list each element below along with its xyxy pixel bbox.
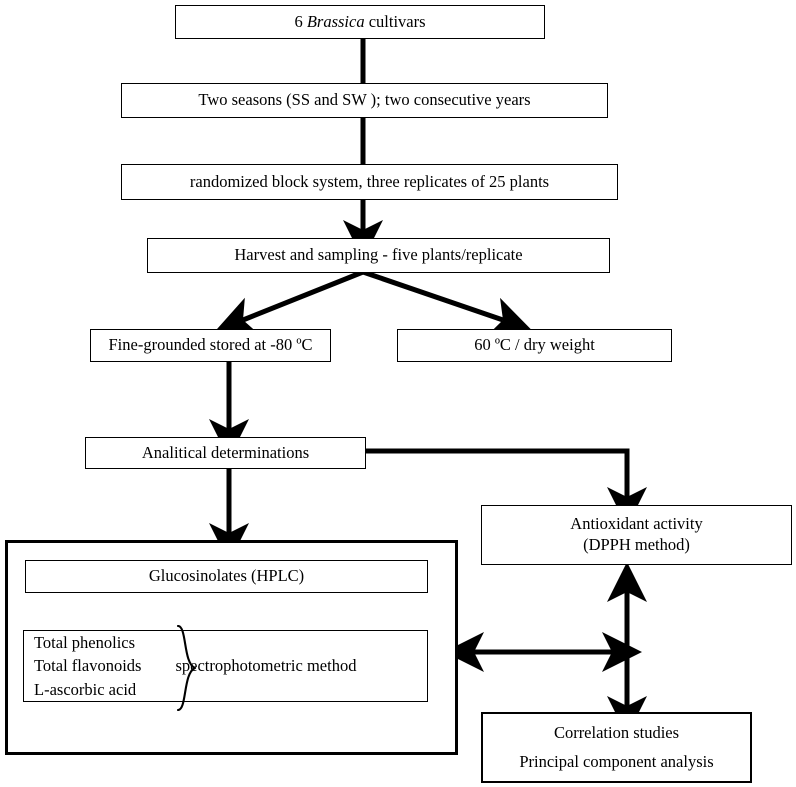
node-analytes-spectrophotometric[interactable]: Total phenolics Total flavonoids L-ascor… <box>23 624 428 711</box>
node-seasons-label: Two seasons (SS and SW ); two consecutiv… <box>198 90 531 110</box>
node-glucosinolates[interactable]: Glucosinolates (HPLC) <box>25 560 428 593</box>
node-harvest[interactable]: Harvest and sampling - five plants/repli… <box>147 238 610 273</box>
spectrophotometric-method-label: spectrophotometric method <box>175 656 357 675</box>
node-antioxidant-line2: (DPPH method) <box>583 535 690 554</box>
analyte-item-1: Total flavonoids <box>34 656 142 676</box>
node-fine-grounded-label: Fine-grounded stored at -80 ºC <box>108 335 313 355</box>
node-glucosinolates-label: Glucosinolates (HPLC) <box>148 566 305 586</box>
node-block-system[interactable]: randomized block system, three replicate… <box>121 164 618 200</box>
node-analytical-label: Analitical determinations <box>141 442 310 462</box>
analyte-item-2: L-ascorbic acid <box>34 679 137 699</box>
analyte-item-0: Total phenolics <box>34 632 136 652</box>
connector-harvest-to-dry-weight <box>362 269 532 336</box>
node-harvest-label: Harvest and sampling - five plants/repli… <box>234 245 523 265</box>
node-dry-weight[interactable]: 60 ºC / dry weight <box>397 329 672 362</box>
node-correlation-line2: Principal component analysis <box>519 751 714 771</box>
node-correlation-studies[interactable]: Correlation studies Principal component … <box>481 712 752 783</box>
connector-analytical-to-antioxidant <box>365 448 647 527</box>
node-correlation-line1: Correlation studies <box>553 722 680 742</box>
node-antioxidant-activity[interactable]: Antioxidant activity (DPPH method) <box>481 505 792 565</box>
node-antioxidant-line1: Antioxidant activity <box>570 514 703 534</box>
node-cultivars[interactable]: 6 Brassica cultivars <box>175 5 545 39</box>
node-seasons[interactable]: Two seasons (SS and SW ); two consecutiv… <box>121 83 608 118</box>
node-fine-grounded[interactable]: Fine-grounded stored at -80 ºC <box>90 329 331 362</box>
node-analytical-determinations[interactable]: Analitical determinations <box>85 437 366 469</box>
connector-harvest-to-fine-grounded <box>215 269 364 335</box>
node-dry-weight-label: 60 ºC / dry weight <box>474 335 595 355</box>
node-block-system-label: randomized block system, three replicate… <box>189 171 550 191</box>
analyte-list: Total phenolics Total flavonoids L-ascor… <box>24 624 197 711</box>
node-cultivars-label: 6 Brassica cultivars <box>294 11 426 31</box>
